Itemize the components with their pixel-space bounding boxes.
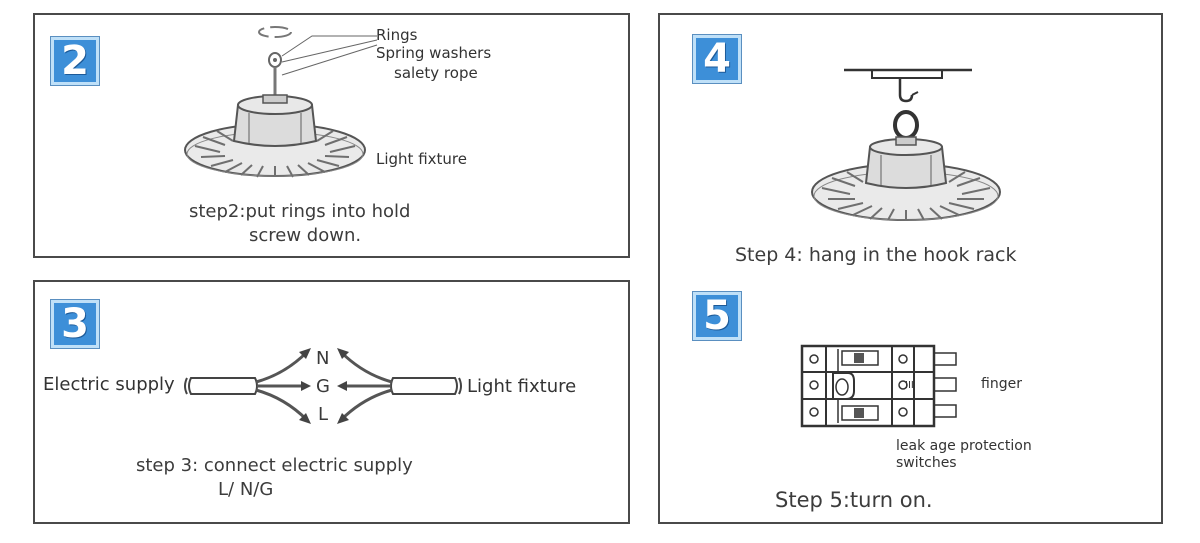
step2-fixture-illustration [184,26,378,178]
step3-number-badge: 3 [51,300,99,348]
wiring-diagram [184,348,462,424]
step4-caption: Step 4: hang in the hook rack [735,244,1017,266]
wire-l-label: L [318,404,329,425]
leakage-switch-illustration [800,344,957,428]
light-fixture-label: Light fixture [467,376,577,397]
step2-caption-line2: screw down. [249,225,362,246]
step2-number-badge: 2 [51,37,99,85]
spring-washers-label: Spring washers [376,44,492,62]
safety-rope-label: salety rope [394,64,478,82]
light-fixture-label: Light fixture [376,150,467,168]
step4-hanging-illustration [811,68,1001,221]
step4-step5-panel: 4 Step 4: hang in the hook rack [658,13,1163,524]
electric-supply-label: Electric supply [43,374,175,395]
step5-caption: Step 5:turn on. [775,488,933,512]
leakage-switch-label-line2: switches [896,455,957,471]
wire-n-label: N [316,348,330,369]
step3-caption-line2: L/ N/G [218,479,274,500]
leakage-switch-label-line1: leak age protection [896,438,1032,454]
step3-caption-line1: step 3: connect electric supply [136,455,413,476]
step2-panel: 2 Rings Spring [33,13,630,258]
finger-label: finger [981,376,1022,392]
switch-mark: III [905,380,914,391]
step3-panel: 3 N G L Electric supply Light fixture [33,280,630,524]
rings-label: Rings [376,26,418,44]
step5-number-badge: 5 [693,292,741,340]
wire-g-label: G [316,376,330,397]
step2-caption-line1: step2:put rings into hold [189,201,411,222]
step4-number-badge: 4 [693,35,741,83]
